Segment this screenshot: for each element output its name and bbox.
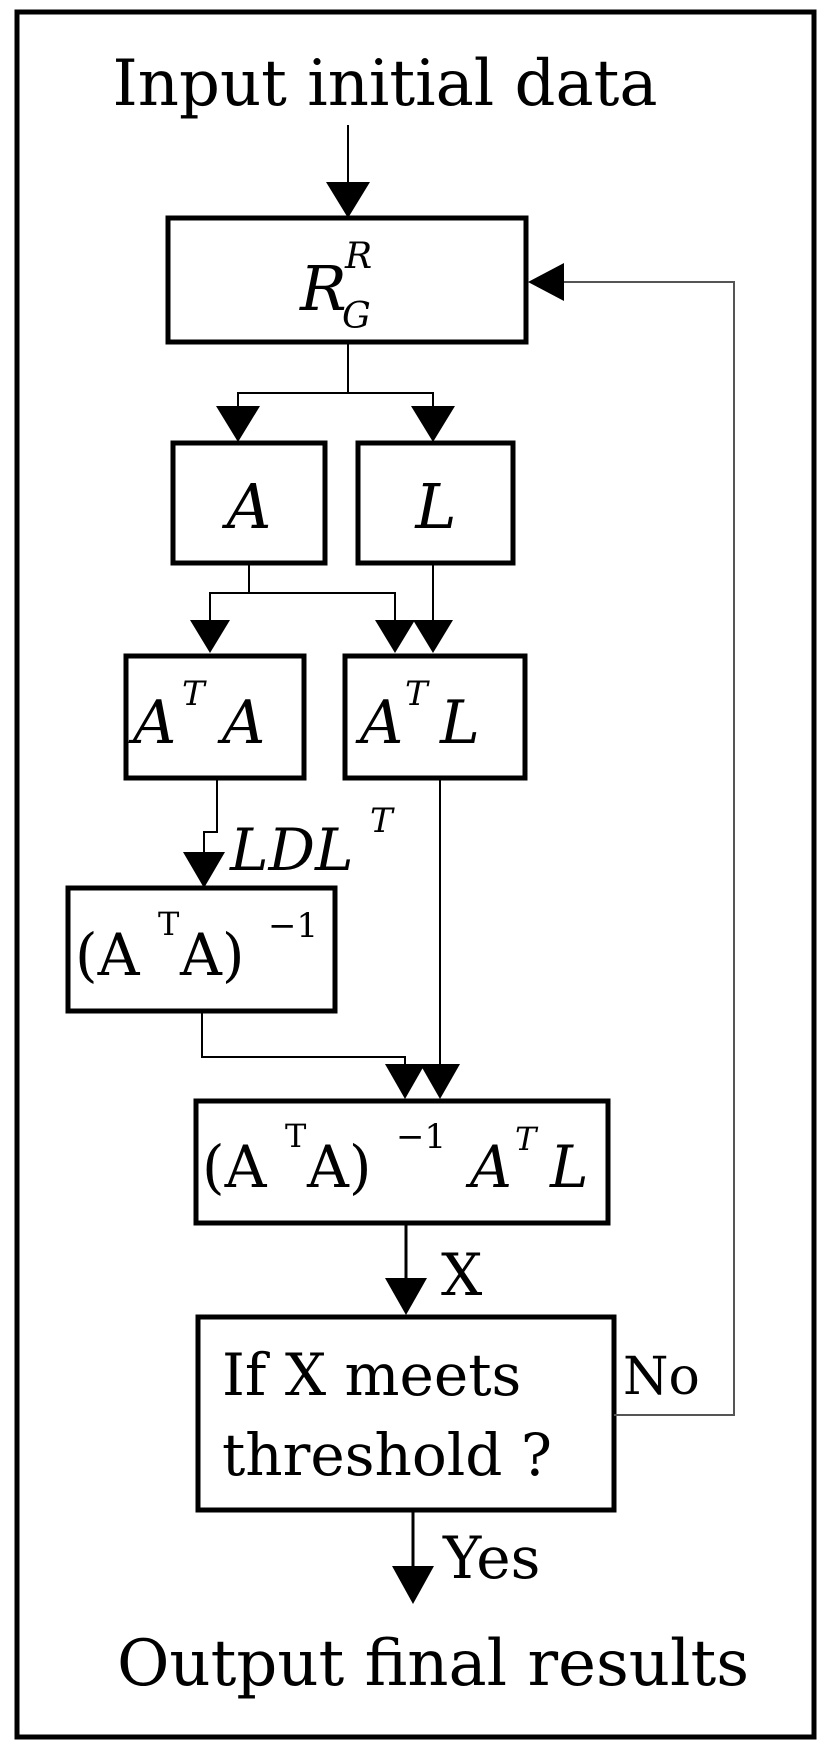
node-l-text: L [414,470,456,543]
arrowhead-to-inv [183,852,225,888]
edge-label-yes: Yes [442,1524,540,1592]
connector-rgr-split [237,342,349,438]
connector-a-to-atl [249,592,396,622]
node-ata-text2: A [217,688,265,758]
node-ata-inv-sup: T [158,905,180,943]
node-a [170,440,328,566]
node-decision [195,1314,617,1513]
connector-ata-to-inv [203,778,218,855]
arrowhead-to-output [392,1566,434,1604]
node-solution-a: A [465,1133,512,1201]
node-decision-line2: threshold ? [222,1421,552,1489]
arrowhead-l-to-atl [413,620,453,653]
arrowhead-start [326,182,370,218]
node-atl-sup: T [405,674,430,714]
arrowhead-a-to-atl [375,620,415,653]
node-rgr-sub: G [342,296,371,337]
connector-a-split [209,563,250,622]
outer-frame [14,9,817,1740]
node-solution-l: L [549,1133,589,1201]
node-ata [123,653,307,781]
node-decision-line1: If X meets [222,1341,521,1409]
arrowhead-inv-to-solution [385,1064,425,1099]
arrowhead-to-ata [190,620,230,653]
connector-no-loop [560,281,735,1416]
node-solution [193,1098,611,1226]
node-solution-sup1: T [285,1117,307,1155]
node-ata-text: A [128,688,176,758]
node-atl-text: A [355,688,403,758]
node-solution-open: (A [202,1133,268,1201]
connector-inv-to-solution [201,1011,406,1067]
node-rgr-text: R [299,252,347,325]
node-ata-inv-close: A) [179,921,245,989]
end-label: Output final results [117,1627,749,1701]
node-ata-sup: T [182,674,207,714]
arrowhead-to-l [411,406,455,442]
node-atl-text2: L [439,688,480,758]
edge-label-ldlt: LDL [229,816,354,884]
arrowhead-atl-to-solution [420,1064,460,1099]
edge-label-ldlt-sup: T [370,801,395,841]
node-a-text: A [222,470,272,543]
node-solution-sup2: T [515,1120,539,1158]
node-solution-close: A) [306,1133,372,1201]
arrowhead-to-a [216,406,260,442]
arrowhead-to-decision [385,1278,427,1315]
edge-label-x: X [441,1241,483,1309]
start-label: Input initial data [112,47,657,121]
arrowhead-no-loop [528,263,564,301]
node-l [355,440,516,566]
node-ata-inv-open: (A [75,921,141,989]
node-solution-exp: −1 [396,1117,446,1157]
node-rgr [165,215,529,345]
node-atl [342,653,528,781]
edge-label-no: No [623,1347,700,1407]
node-rgr-sup: R [344,236,372,277]
node-ata-inv-exp: −1 [268,906,318,946]
